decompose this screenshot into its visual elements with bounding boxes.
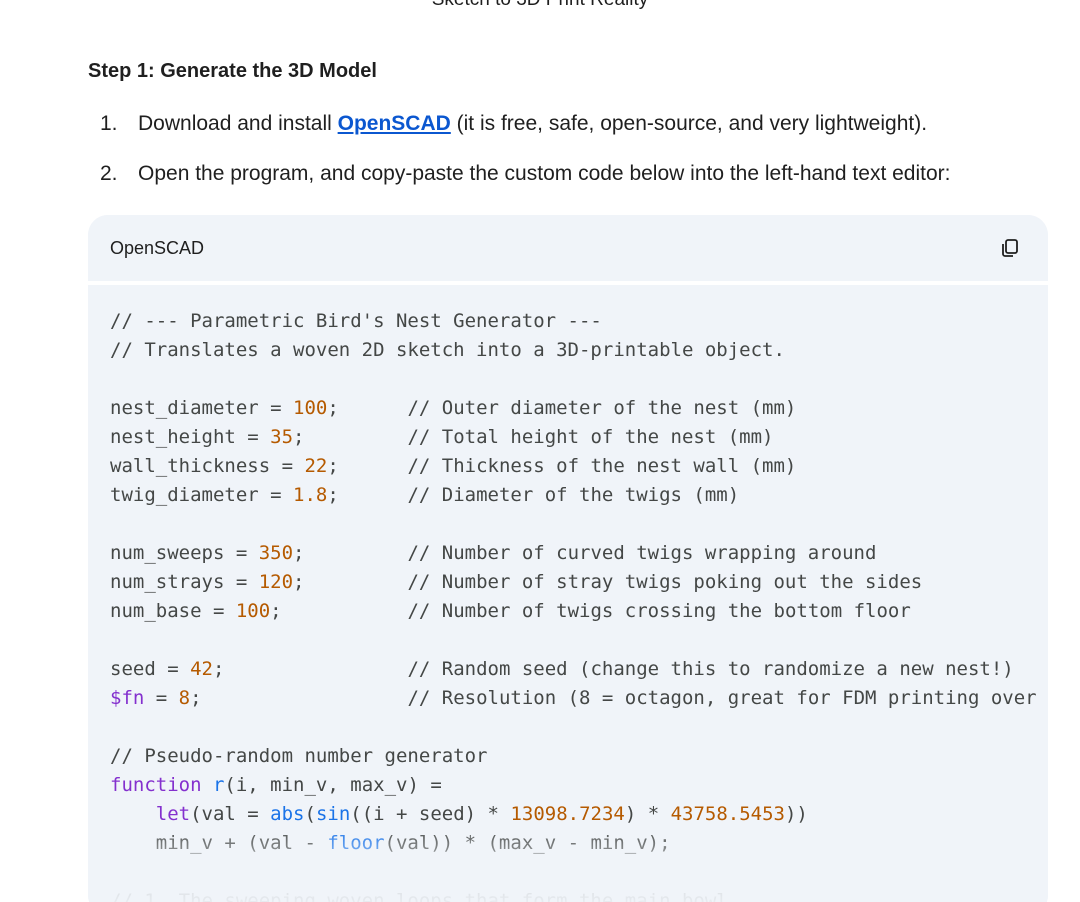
list-item: 2. Open the program, and copy-paste the … [100, 158, 1060, 208]
code-line: twig_diameter = 1.8; // Diameter of the … [110, 484, 740, 506]
code-line: // Translates a woven 2D sketch into a 3… [110, 339, 785, 361]
code-divider [88, 281, 1048, 285]
step-text-before: Download and install [138, 112, 338, 135]
code-fade-overlay [88, 825, 1048, 902]
code-block: OpenSCAD // --- Parametric Bird's Nest G… [88, 215, 1048, 902]
code-line: $fn = 8; // Resolution (8 = octagon, gre… [110, 687, 1037, 709]
code-line: num_sweeps = 350; // Number of curved tw… [110, 542, 877, 564]
code-line: nest_diameter = 100; // Outer diameter o… [110, 397, 797, 419]
code-line: let(val = abs(sin((i + seed) * 13098.723… [155, 803, 808, 825]
step-text: Open the program, and copy-paste the cus… [138, 162, 951, 185]
code-line: wall_thickness = 22; // Thickness of the… [110, 455, 797, 477]
code-line: num_base = 100; // Number of twigs cross… [110, 600, 911, 622]
code-line: seed = 42; // Random seed (change this t… [110, 658, 1014, 680]
code-language-label: OpenSCAD [110, 237, 205, 258]
step-number: 2. [100, 162, 118, 185]
list-item: 1. Download and install OpenSCAD (it is … [100, 108, 1060, 158]
openscad-link[interactable]: OpenSCAD [337, 112, 451, 135]
code-block-header: OpenSCAD [88, 215, 1048, 281]
step-heading: Step 1: Generate the 3D Model [88, 60, 377, 82]
code-line: function r(i, min_v, max_v) = [110, 774, 442, 796]
step-text: Download and install OpenSCAD (it is fre… [138, 108, 927, 158]
code-body[interactable]: // --- Parametric Bird's Nest Generator … [88, 285, 1048, 902]
step-number: 1. [100, 112, 118, 135]
page-title: Sketch to 3D Print Reality [0, 0, 1080, 11]
copy-icon [1002, 239, 1018, 257]
code-line: // Pseudo-random number generator [110, 745, 488, 767]
step-text-after: (it is free, safe, open-source, and very… [450, 112, 928, 135]
copy-button[interactable] [996, 234, 1024, 262]
code-line: num_strays = 120; // Number of stray twi… [110, 571, 923, 593]
code-line: // --- Parametric Bird's Nest Generator … [110, 310, 602, 332]
steps-list: 1. Download and install OpenSCAD (it is … [100, 108, 1060, 208]
code-line: nest_height = 35; // Total height of the… [110, 426, 774, 448]
